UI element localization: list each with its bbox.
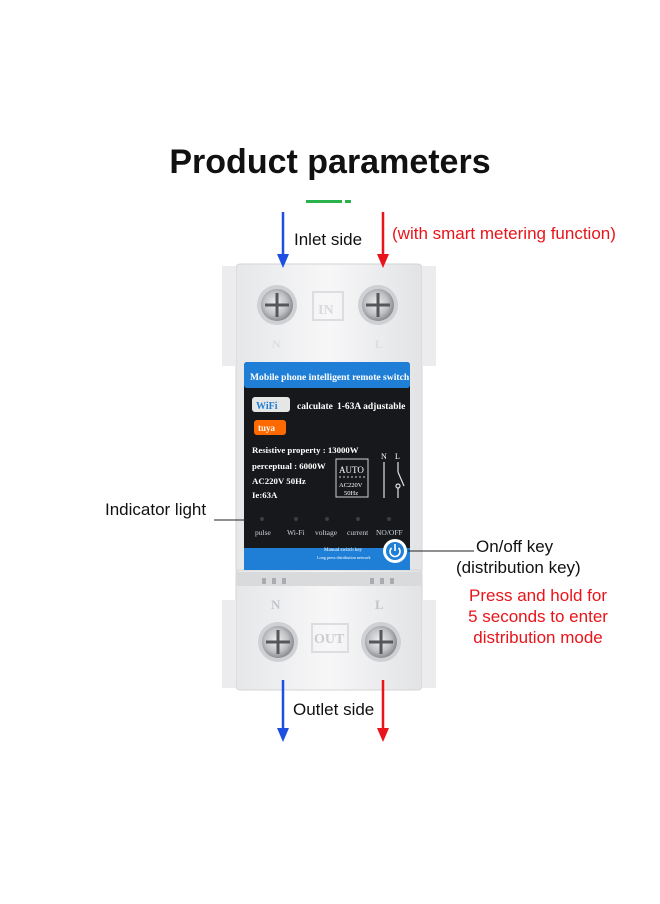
note-line-2: 5 seconds to enter — [468, 607, 608, 626]
device-wing-right-bottom — [422, 600, 436, 688]
distribution-mode-note: Press and hold for 5 seconds to enter di… — [438, 585, 638, 648]
top-n-mark: N — [272, 337, 281, 351]
note-line-3: distribution mode — [473, 628, 603, 647]
bottom-n-mark: N — [271, 597, 281, 612]
indicator-dots — [260, 517, 391, 521]
indicator-label-pulse: pulse — [255, 528, 272, 537]
long-press-text: Long press distribution network — [317, 555, 372, 560]
indicator-label-wifi: Wi-Fi — [287, 528, 305, 537]
auto-box — [335, 458, 369, 498]
indicator-label-nooff: NO/OFF — [376, 528, 403, 537]
ac-text: AC220V 50Hz — [252, 476, 306, 486]
screw-top-left — [257, 285, 297, 325]
tuya-badge-text: tuya — [258, 423, 276, 433]
wifi-badge-bg — [252, 397, 290, 412]
front-panel — [244, 362, 410, 568]
switch-l-text: L — [395, 452, 400, 461]
switch-symbol — [383, 462, 405, 498]
perceptual-text: perceptual : 6000W — [252, 461, 326, 471]
outlet-side-label: Outlet side — [293, 700, 375, 719]
out-mark: OUT — [314, 632, 345, 647]
outlet-blue-arrow — [277, 680, 289, 742]
bottom-l-mark: L — [375, 597, 384, 612]
auto-sub1-text: AC220V — [339, 482, 363, 489]
onoff-key-label: On/off key — [476, 537, 554, 556]
title-underline-dot — [345, 200, 351, 203]
indicator-light-label: Indicator light — [105, 500, 207, 519]
banner-strip — [244, 362, 410, 388]
metering-function-label: (with smart metering function) — [392, 224, 616, 243]
screw-bottom-right — [361, 622, 401, 662]
page-title: Product parameters — [169, 143, 491, 181]
note-line-1: Press and hold for — [469, 586, 607, 605]
auto-sub2-text: 50Hz — [344, 490, 358, 497]
manual-key-text: Manual switch key — [324, 548, 363, 553]
ie-text: Ie:63A — [252, 490, 278, 500]
device-wing-left-bottom — [222, 600, 236, 688]
banner-text: Mobile phone intelligent remote switch — [250, 372, 410, 383]
indicator-label-current: current — [347, 528, 369, 537]
panel-bottom-strip — [244, 548, 410, 570]
distribution-key-label: (distribution key) — [456, 558, 581, 577]
auto-text: AUTO — [339, 465, 364, 475]
adjustable-text: 1-63A adjustable — [337, 402, 405, 412]
inlet-side-label: Inlet side — [294, 230, 363, 249]
title-underline — [306, 200, 342, 203]
top-l-mark: L — [375, 337, 383, 351]
outlet-red-arrow — [377, 680, 389, 742]
tuya-badge-bg — [254, 420, 286, 435]
device-wing-right-top — [422, 266, 436, 366]
power-button-icon — [383, 539, 407, 563]
screw-top-right — [358, 285, 398, 325]
inlet-blue-arrow — [277, 212, 289, 268]
resistive-text: Resistive property : 13000W — [252, 445, 359, 455]
in-mark: IN — [318, 303, 334, 318]
calculate-text: calculate — [297, 402, 333, 412]
inlet-red-arrow — [377, 212, 389, 268]
indicator-label-voltage: voltage — [315, 528, 338, 537]
screw-bottom-left — [258, 622, 298, 662]
wifi-badge-text: WiFi — [256, 401, 278, 412]
switch-n-text: N — [381, 452, 387, 461]
device-wing-left-top — [222, 266, 236, 366]
